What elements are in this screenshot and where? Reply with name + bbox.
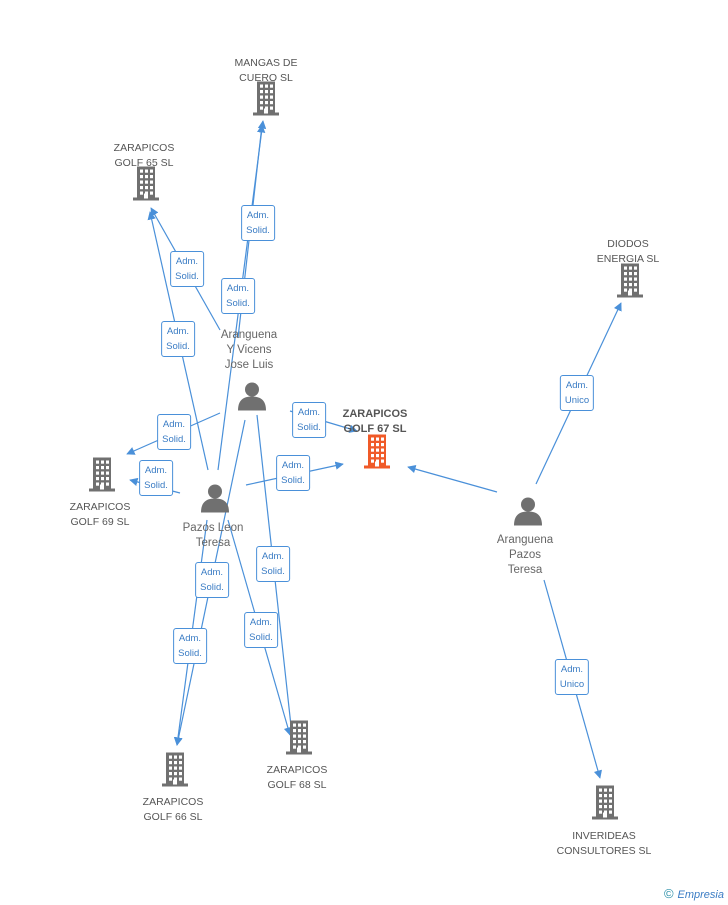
building-icon[interactable] (589, 785, 621, 825)
company-label[interactable]: DIODOS ENERGIA SL (596, 238, 660, 265)
company-label[interactable]: MANGAS DE CUERO SL (234, 57, 298, 84)
relation-label[interactable]: Adm. Solid. (157, 414, 191, 450)
company-label[interactable]: ZARAPICOS GOLF 66 SL (142, 796, 204, 823)
relation-label[interactable]: Adm. Solid. (195, 562, 229, 598)
relation-edge (407, 465, 498, 493)
building-icon[interactable] (361, 434, 393, 474)
relation-label[interactable]: Adm. Solid. (173, 628, 207, 664)
relation-label[interactable]: Adm. Solid. (170, 251, 204, 287)
relation-label[interactable]: Adm. Unico (559, 375, 595, 411)
relation-label[interactable]: Adm. Solid. (161, 321, 195, 357)
person-icon[interactable] (513, 496, 543, 531)
building-icon[interactable] (86, 457, 118, 497)
company-label[interactable]: ZARAPICOS GOLF 68 SL (266, 764, 328, 791)
relation-label[interactable]: Adm. Unico (554, 659, 590, 695)
person-label[interactable]: Aranguena Y Vicens Jose Luis (220, 329, 278, 371)
copyright-icon: © (663, 886, 674, 901)
company-label[interactable]: ZARAPICOS GOLF 69 SL (69, 501, 131, 528)
relation-label[interactable]: Adm. Solid. (276, 455, 310, 491)
person-label[interactable]: Pazos Leon Teresa (182, 522, 244, 549)
relation-label[interactable]: Adm. Solid. (292, 402, 326, 438)
building-icon[interactable] (130, 166, 162, 206)
person-icon[interactable] (237, 381, 267, 416)
person-label[interactable]: Aranguena Pazos Teresa (496, 534, 554, 576)
company-label[interactable]: INVERIDEAS CONSULTORES SL (556, 830, 652, 857)
person-icon[interactable] (200, 483, 230, 518)
relation-label[interactable]: Adm. Solid. (241, 205, 275, 241)
company-label[interactable]: ZARAPICOS GOLF 67 SL (342, 408, 408, 435)
brand-footer[interactable]: ©Empresia (664, 886, 724, 901)
building-icon[interactable] (250, 81, 282, 121)
building-icon[interactable] (159, 752, 191, 792)
building-icon[interactable] (283, 720, 315, 760)
relation-label[interactable]: Adm. Solid. (244, 612, 278, 648)
brand-name: Empresia (677, 889, 724, 901)
company-label[interactable]: ZARAPICOS GOLF 65 SL (113, 142, 175, 169)
building-icon[interactable] (614, 263, 646, 303)
relation-label[interactable]: Adm. Solid. (139, 460, 173, 496)
relation-label[interactable]: Adm. Solid. (221, 278, 255, 314)
relation-label[interactable]: Adm. Solid. (256, 546, 290, 582)
